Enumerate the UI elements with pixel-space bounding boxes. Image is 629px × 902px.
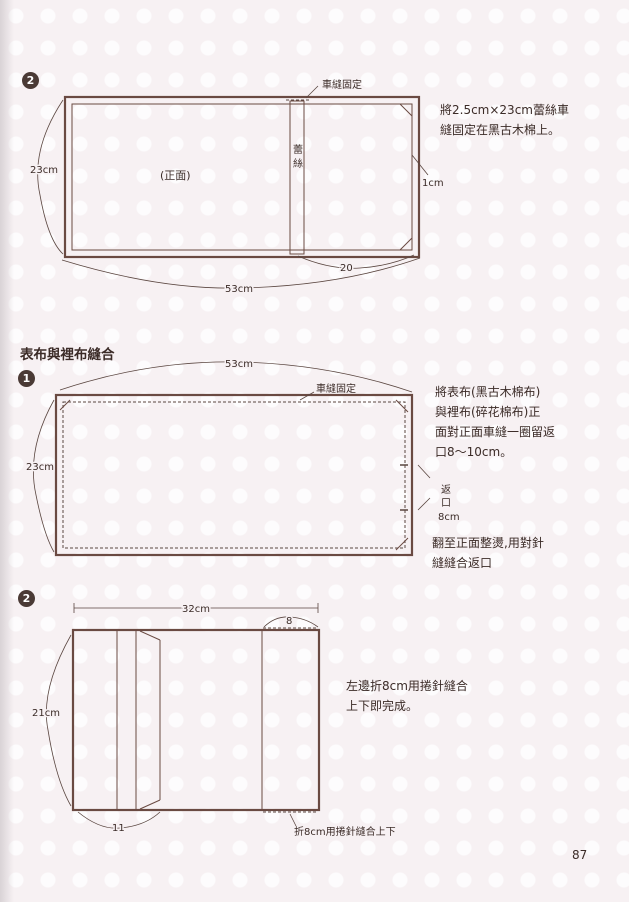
step-badge-1: 2 xyxy=(22,72,39,89)
binding-shadow xyxy=(0,0,14,902)
width-arc xyxy=(61,257,421,289)
whip-stitch xyxy=(263,627,318,813)
bottom-arc xyxy=(77,811,161,829)
note-finish: 左邊折8cm用捲針縫合 上下即完成。 xyxy=(346,676,546,716)
opening-leaders xyxy=(417,464,431,511)
opening-label-2: 口 xyxy=(441,498,451,509)
note-lace: 將2.5cm×23cm蕾絲車 縫固定在黑古木棉上。 xyxy=(440,100,620,140)
outer-fabric xyxy=(54,393,414,557)
lace-pos-arc xyxy=(297,254,415,269)
fabric-outline xyxy=(63,95,421,259)
section-heading: 表布與裡布縫合 xyxy=(20,347,115,363)
fabric-inner-line xyxy=(71,103,413,251)
height-arc-3 xyxy=(45,634,72,807)
fixed-leader xyxy=(305,85,319,99)
fold-note: 折8cm用捲針縫合上下 xyxy=(294,825,396,838)
margin-leader xyxy=(411,154,429,176)
note-turn: 翻至正面整燙,用對針 縫縫合返口 xyxy=(432,533,617,573)
fold-arc xyxy=(263,616,319,628)
seam-line xyxy=(62,401,406,549)
note-sew-line-3: 面對正面車縫一圈留返 xyxy=(435,425,556,439)
note-turn-line-1: 翻至正面整燙,用對針 xyxy=(432,536,544,550)
corner-marks xyxy=(399,103,413,251)
note-sew-line-1: 將表布(黑古木棉布) xyxy=(435,385,541,399)
width-dim xyxy=(73,603,319,613)
margin-label: 1cm xyxy=(422,178,444,189)
height-label-3: 21cm xyxy=(32,708,60,719)
opening-label-1: 返 xyxy=(441,484,451,496)
note-lace-line-1: 將2.5cm×23cm蕾絲車 xyxy=(440,103,569,117)
top-width-arc xyxy=(59,361,413,393)
lace-label-2: 絲 xyxy=(293,157,303,170)
lace-label-1: 蕾 xyxy=(293,143,303,156)
front-label: (正面) xyxy=(160,169,191,182)
lace-pos-label: 20 xyxy=(340,263,353,274)
lace-strip xyxy=(289,100,305,255)
bottom-label: 11 xyxy=(112,823,125,834)
note-sew-line-2: 與裡布(碎花棉布)正 xyxy=(435,405,541,419)
height-label-2: 23cm xyxy=(26,462,54,473)
page-number: 87 xyxy=(572,848,588,862)
opening-size-label: 8cm xyxy=(438,512,460,523)
note-finish-line-1: 左邊折8cm用捲針縫合 xyxy=(346,679,468,693)
step-badge-3: 2 xyxy=(18,590,35,607)
width-label-3: 32cm xyxy=(182,604,210,615)
height-label: 23cm xyxy=(30,165,58,176)
corner-marks-2 xyxy=(59,399,409,551)
height-arc-2 xyxy=(32,399,55,553)
note-sew-line-4: 口8～10cm。 xyxy=(435,445,513,459)
fixed-label: 車縫固定 xyxy=(322,78,362,91)
height-arc xyxy=(37,99,64,255)
note-turn-line-2: 縫縫合返口 xyxy=(432,556,493,570)
fold-corners xyxy=(139,630,161,810)
fixed-label-2: 車縫固定 xyxy=(316,382,356,395)
fold-label: 8 xyxy=(286,616,292,627)
opening-marks xyxy=(400,464,408,511)
fold-note-leader xyxy=(289,813,297,827)
width-label: 53cm xyxy=(225,284,253,295)
width-label-2: 53cm xyxy=(225,359,253,370)
note-finish-line-2: 上下即完成。 xyxy=(346,699,419,713)
note-lace-line-2: 縫固定在黑古木棉上。 xyxy=(440,123,561,137)
fold-lines xyxy=(116,631,263,809)
folded-piece xyxy=(71,628,321,812)
step-badge-2: 1 xyxy=(18,370,35,387)
fixed-leader-2 xyxy=(299,391,315,401)
note-sew: 將表布(黑古木棉布) 與裡布(碎花棉布)正 面對正面車縫一圈留返 口8～10cm… xyxy=(435,382,620,462)
